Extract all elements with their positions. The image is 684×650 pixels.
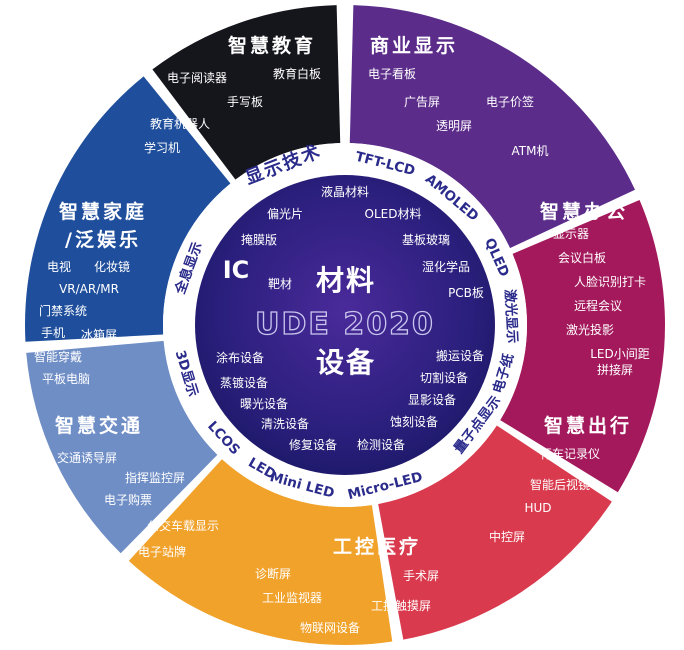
segment-title: 智慧交通	[55, 414, 143, 437]
equipment-heading: 设备	[316, 346, 376, 379]
sector-5	[128, 459, 393, 645]
segment-item: 显示器	[553, 227, 589, 241]
segment-item: 智能后视镜	[530, 477, 590, 492]
segment-item: 广告屏	[404, 95, 440, 109]
ring-item: 激光显示	[501, 289, 521, 344]
material-item: 掩膜版	[241, 233, 277, 247]
core-circle	[195, 175, 495, 475]
sector-7	[25, 76, 231, 342]
segment-title-line2: /泛娱乐	[65, 228, 141, 251]
application-sectors	[25, 5, 665, 645]
equipment-item: 检测设备	[357, 437, 405, 452]
equipment-item: 曝光设备	[240, 397, 288, 411]
segment-item: 门禁系统	[39, 303, 87, 318]
equipment-item: 涂布设备	[216, 350, 264, 365]
segment-title: 智慧家庭	[59, 200, 147, 223]
segment-item: 平板电脑	[42, 372, 90, 386]
material-item: 偏光片	[267, 206, 303, 221]
segment-item: 手机	[41, 326, 65, 340]
segment-item: 透明屏	[436, 119, 472, 133]
segment-item: 学习机	[144, 140, 180, 155]
segment-item: 电子价签	[486, 94, 534, 109]
segment-title: 智慧办公	[540, 200, 628, 223]
segment-item: 电子站牌	[138, 545, 186, 559]
ude-2020-logo: UDE 2020	[255, 307, 435, 342]
segment-item: 公交车载显示	[147, 518, 219, 533]
segment-item: 交通诱导屏	[57, 450, 117, 465]
segment-item: 教育机器人	[150, 116, 210, 131]
segment-item: 人脸识别打卡	[574, 275, 646, 289]
segment-item: 远程会议	[574, 298, 622, 313]
segment-title: 智慧出行	[544, 414, 632, 437]
segment-item: 会议白板	[558, 250, 606, 265]
segment-item: 工控触摸屏	[371, 599, 431, 613]
segment-item: 指挥监控屏	[125, 470, 185, 485]
segment-item: 激光投影	[566, 322, 614, 337]
segment-title: 商业显示	[370, 34, 458, 57]
segment-item: 冰箱屏	[81, 327, 117, 342]
ic-label: IC	[223, 256, 250, 284]
material-item: 液晶材料	[321, 184, 369, 199]
segment-item: LED小间距	[590, 347, 650, 361]
material-item: PCB板	[448, 286, 484, 300]
segment-item: 教育白板	[273, 66, 321, 81]
segment-item: 手写板	[227, 95, 263, 109]
segment-item: HUD	[524, 501, 551, 515]
sector-3	[500, 199, 665, 493]
segment-item: 中控屏	[489, 529, 525, 544]
sector-4	[378, 425, 612, 640]
segment-item: 电子阅读器	[167, 71, 227, 85]
segment-item: 智能穿戴	[34, 349, 82, 364]
segment-item: 诊断屏	[255, 566, 291, 581]
segment-item: 物联网设备	[300, 621, 360, 635]
equipment-item: 蚀刻设备	[390, 415, 438, 429]
equipment-item: 修复设备	[289, 437, 337, 452]
segment-item: 电视	[47, 259, 71, 274]
material-item: 湿化学品	[422, 259, 470, 274]
material-item: 基板玻璃	[402, 233, 450, 247]
segment-item: ATM机	[512, 144, 549, 158]
equipment-item: 搬运设备	[436, 348, 484, 363]
equipment-item: 蒸镀设备	[220, 376, 268, 390]
segment-item: 电子看板	[368, 67, 416, 81]
segment-item: 电子购票	[104, 492, 152, 507]
segment-item: 工业监视器	[262, 590, 322, 605]
materials-heading: 材料	[316, 264, 376, 297]
sector-2	[349, 5, 636, 249]
sector-1	[152, 5, 341, 180]
material-item: 靶材	[268, 277, 292, 291]
equipment-item: 清洗设备	[261, 417, 309, 431]
segment-title: 智慧教育	[228, 34, 316, 57]
segment-item: 行车记录仪	[540, 446, 600, 461]
segment-title: 工控医疗	[333, 535, 421, 558]
segment-item: 手术屏	[403, 569, 439, 583]
sector-6	[26, 340, 218, 554]
equipment-item: 切割设备	[420, 370, 468, 385]
segment-item: 拼接屏	[597, 362, 633, 377]
material-item: OLED材料	[365, 207, 422, 221]
equipment-item: 显影设备	[408, 393, 456, 407]
segment-item: VR/AR/MR	[59, 282, 119, 296]
segment-item: 化妆镜	[94, 259, 130, 274]
